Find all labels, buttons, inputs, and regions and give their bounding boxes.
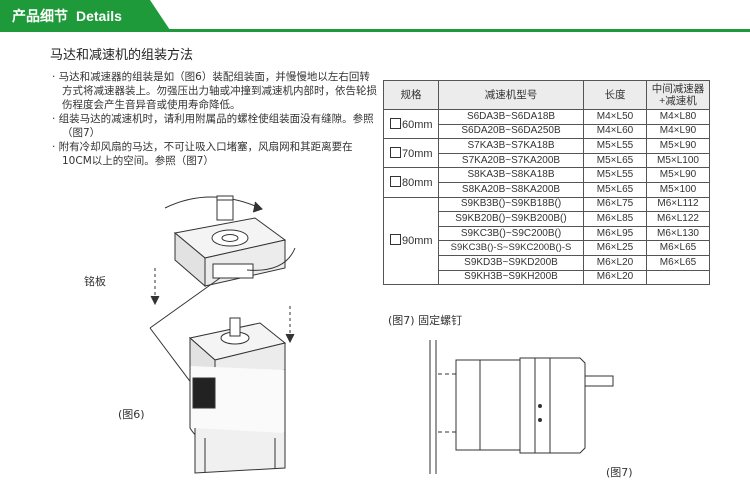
checkbox-icon <box>390 175 401 187</box>
combo-cell <box>646 269 710 286</box>
model-cell: S7KA3B~S7KA18B <box>438 138 584 154</box>
table-row: 80mm S8KA3B~S8KA18B M5×L55 M5×L90 <box>383 167 710 198</box>
model-cell: S7KA20B~S7KA200B <box>438 152 584 169</box>
spec-value: 70mm <box>402 147 433 160</box>
table-row: 60mm S6DA3B~S6DA18B M4×L50 M4×L80 <box>383 108 710 140</box>
length-cell: M4×L60 <box>583 123 647 140</box>
combo-cell: M4×L90 <box>646 123 710 140</box>
figure7-side-view <box>429 340 614 474</box>
instructions-list: · 马达和减速器的组装是如（图6）装配组装面，并慢慢地以左右回转方式将减速器装上… <box>52 70 377 168</box>
instruction-item: · 附有冷却风扇的马达，不可让吸入口堵塞，风扇网和其距离要在10CM以上的空间。… <box>52 141 353 167</box>
spec-cell: 70mm <box>383 138 439 169</box>
combo-cell: M6×L130 <box>646 225 710 242</box>
table-row: 70mm S7KA3B~S7KA18B M5×L55 M5×L90 <box>383 138 710 169</box>
length-cell: M5×L55 <box>583 138 647 154</box>
combo-cell: M5×L100 <box>646 152 710 169</box>
instruction-item: · 组装马达的减速机时，请利用附属品的螺栓使组装面没有缝隙。参照（图7） <box>52 113 374 139</box>
header-rule <box>0 29 750 32</box>
combo-cell: M6×L65 <box>646 254 710 271</box>
checkbox-icon <box>390 117 401 129</box>
checkbox-icon <box>390 146 401 158</box>
length-cell: M4×L50 <box>583 109 647 125</box>
table-row: S9KH3B~S9KH200B M6×L20 <box>384 269 710 286</box>
col-header-length: 长度 <box>583 80 647 110</box>
section-header: 产品细节 Details <box>0 0 750 32</box>
header-title-en: Details <box>76 8 122 24</box>
model-cell: S9KH3B~S9KH200B <box>438 269 584 286</box>
length-cell: M5×L55 <box>583 167 647 183</box>
length-cell: M6×L20 <box>583 254 647 271</box>
spec-cell: 90mm <box>383 196 439 286</box>
header-title: 产品细节 Details <box>12 6 122 26</box>
checkbox-icon <box>390 234 401 246</box>
length-cell: M5×L65 <box>583 181 647 198</box>
length-cell: M6×L85 <box>583 211 647 227</box>
table-row: S7KA20B~S7KA200B M5×L65 M5×L100 <box>384 152 710 169</box>
header-tab <box>0 0 170 30</box>
figure7-caption: (图7) <box>606 466 633 479</box>
figure7-title: (图7) 固定螺钉 <box>388 314 463 327</box>
model-cell: S9KC3B()~S9C200B() <box>438 225 584 242</box>
figure6-caption: (图6) <box>118 408 145 421</box>
table-row: S9KD3B~S9KD200B M6×L20 M6×L65 <box>384 254 710 271</box>
col-header-spec: 规格 <box>383 80 439 110</box>
col-header-combo: 中间减速器 +减速机 <box>646 80 710 110</box>
col-header-model: 减速机型号 <box>438 80 584 110</box>
combo-cell: M6×L112 <box>646 196 710 213</box>
combo-cell: M4×L80 <box>646 109 710 125</box>
model-cell: S9KB20B()~S9KB200B() <box>438 211 584 227</box>
section-title: 马达和减速机的组装方法 <box>50 48 194 63</box>
spec-value: 80mm <box>402 176 433 189</box>
instruction-item: · 马达和减速器的组装是如（图6）装配组装面，并慢慢地以左右回转方式将减速器装上… <box>52 71 377 111</box>
nameplate-label: 铭板 <box>84 275 106 288</box>
model-cell: S9KB3B()~S9KB18B() <box>438 196 584 213</box>
spec-cell: 80mm <box>383 167 439 198</box>
combo-cell: M6×L122 <box>646 211 710 227</box>
model-cell: S9KD3B~S9KD200B <box>438 254 584 271</box>
header-title-cn: 产品细节 <box>12 9 68 25</box>
model-cell: S9KC3B()-S~S9KC200B()-S <box>438 240 584 256</box>
length-cell: M6×L75 <box>583 196 647 213</box>
length-cell: M6×L95 <box>583 225 647 242</box>
table-row: S9KB20B()~S9KB200B() M6×L85 M6×L122 <box>384 211 710 227</box>
combo-cell: M6×L65 <box>646 240 710 256</box>
length-cell: M6×L20 <box>583 269 647 286</box>
table-row: 90mm S9KB3B()~S9KB18B() M6×L75 M6×L112 <box>383 196 710 286</box>
length-cell: M6×L25 <box>583 240 647 256</box>
combo-cell: M5×L90 <box>646 138 710 154</box>
screw-spec-table: 规格 减速机型号 长度 中间减速器 +减速机 60mm S6DA3B~S6DA1… <box>383 80 710 286</box>
spec-cell: 60mm <box>383 108 439 140</box>
model-cell: S8KA20B~S8KA200B <box>438 181 584 198</box>
combo-cell: M5×L90 <box>646 167 710 183</box>
model-cell: S6DA20B~S6DA250B <box>438 123 584 140</box>
figure6-assembly-drawing <box>149 195 296 474</box>
length-cell: M5×L65 <box>583 152 647 169</box>
spec-value: 60mm <box>402 118 433 131</box>
table-row: S9KC3B()~S9C200B() M6×L95 M6×L130 <box>384 225 710 242</box>
combo-cell: M5×100 <box>646 181 710 198</box>
model-cell: S6DA3B~S6DA18B <box>438 109 584 125</box>
table-header-row: 规格 减速机型号 长度 中间减速器 +减速机 <box>383 80 710 110</box>
model-cell: S8KA3B~S8KA18B <box>438 167 584 183</box>
spec-value: 90mm <box>402 235 433 248</box>
